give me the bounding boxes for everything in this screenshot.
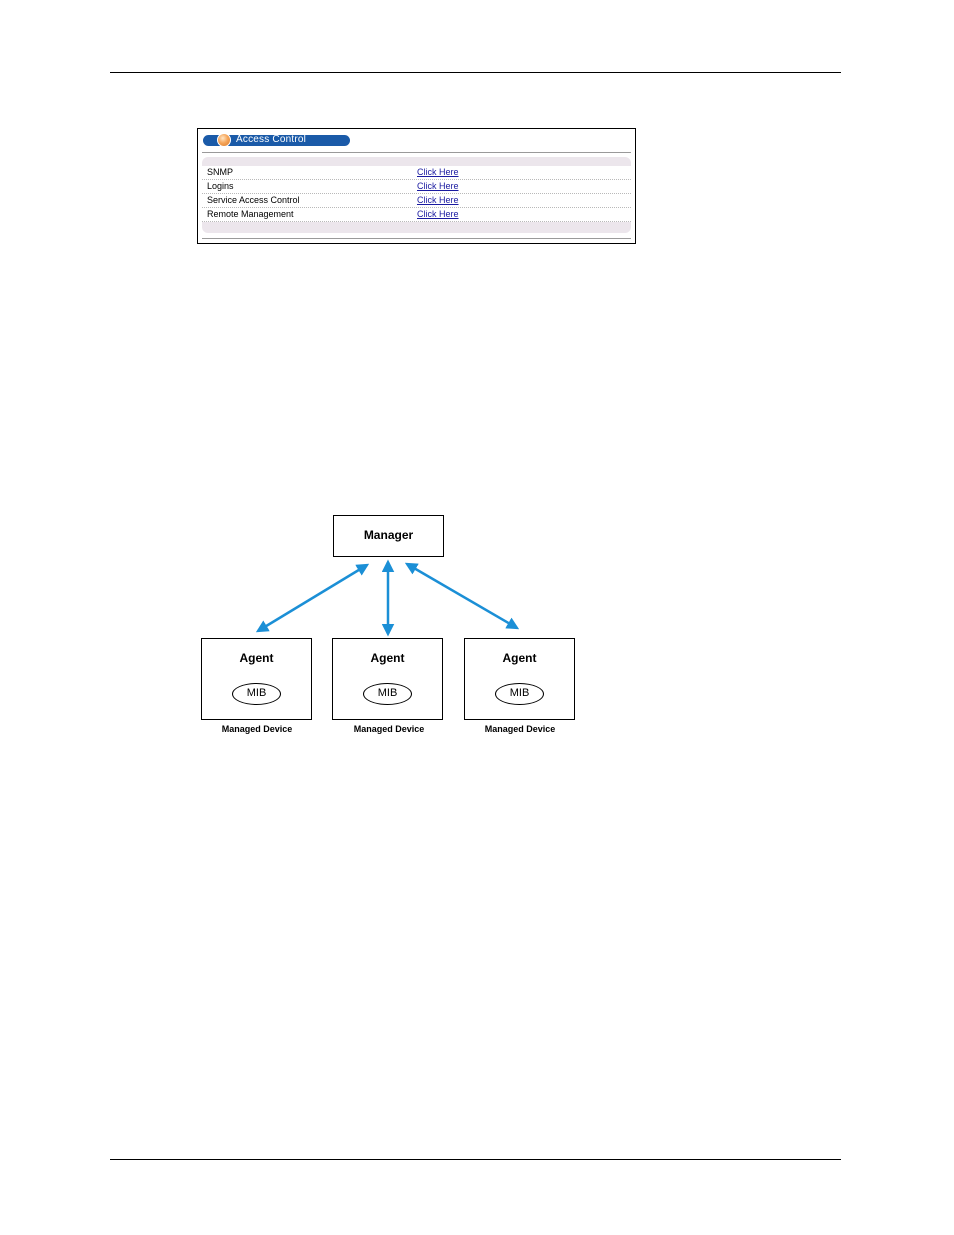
mib-ellipse: MIB <box>363 683 412 705</box>
mib-ellipse: MIB <box>232 683 281 705</box>
panel-title: Access Control <box>236 134 306 146</box>
agent-box: Agent MIB <box>201 638 312 720</box>
logins-click-here-link[interactable]: Click Here <box>417 180 459 193</box>
agent-box: Agent MIB <box>332 638 443 720</box>
panel-divider <box>202 152 631 153</box>
manager-label: Manager <box>334 528 443 542</box>
header-rule <box>110 72 841 73</box>
access-control-panel: Access Control SNMP Click Here Logins Cl… <box>197 128 636 244</box>
footer-rule <box>110 1159 841 1160</box>
arrow-manager-agent-left <box>258 565 367 631</box>
managed-device-caption: Managed Device <box>329 724 449 734</box>
mib-ellipse: MIB <box>495 683 544 705</box>
manager-box: Manager <box>333 515 444 557</box>
arrow-manager-agent-right <box>407 564 517 628</box>
panel-title-bar: Access Control <box>203 135 350 146</box>
agent-label: Agent <box>465 651 574 665</box>
row-label: Remote Management <box>207 208 294 221</box>
agent-label: Agent <box>333 651 442 665</box>
snmp-click-here-link[interactable]: Click Here <box>417 166 459 179</box>
service-access-control-click-here-link[interactable]: Click Here <box>417 194 459 207</box>
agent-box: Agent MIB <box>464 638 575 720</box>
managed-device-caption: Managed Device <box>197 724 317 734</box>
row-label: SNMP <box>207 166 233 179</box>
panel-divider <box>202 238 631 239</box>
row-label: Logins <box>207 180 234 193</box>
access-control-table: SNMP Click Here Logins Click Here Servic… <box>202 157 631 233</box>
orb-icon <box>217 133 231 147</box>
snmp-management-diagram: Manager Agent MIB Agent MIB Agent MIB Ma… <box>195 510 585 745</box>
row-label: Service Access Control <box>207 194 300 207</box>
agent-label: Agent <box>202 651 311 665</box>
remote-management-click-here-link[interactable]: Click Here <box>417 208 459 221</box>
managed-device-caption: Managed Device <box>460 724 580 734</box>
table-row-logins: Logins Click Here <box>202 180 631 194</box>
table-row-remote-management: Remote Management Click Here <box>202 208 631 222</box>
table-row-service-access-control: Service Access Control Click Here <box>202 194 631 208</box>
table-row-snmp: SNMP Click Here <box>202 166 631 180</box>
